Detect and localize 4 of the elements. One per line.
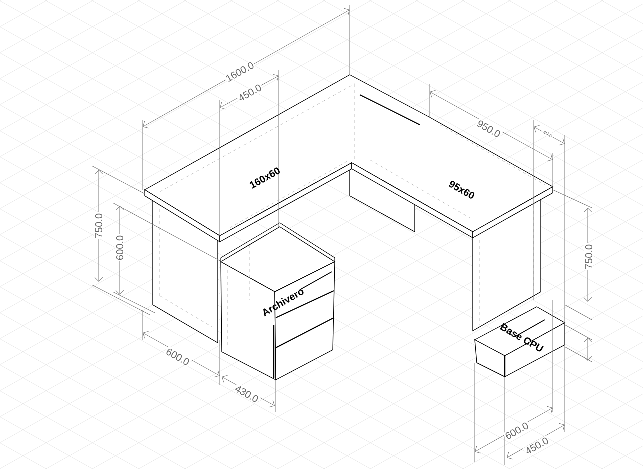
dimension-label: 600.0 <box>164 346 192 368</box>
dimension-label: 450.0 <box>523 435 551 457</box>
dimension-label: 450.0 <box>236 82 264 104</box>
dimension-label: 430.0 <box>233 383 261 405</box>
